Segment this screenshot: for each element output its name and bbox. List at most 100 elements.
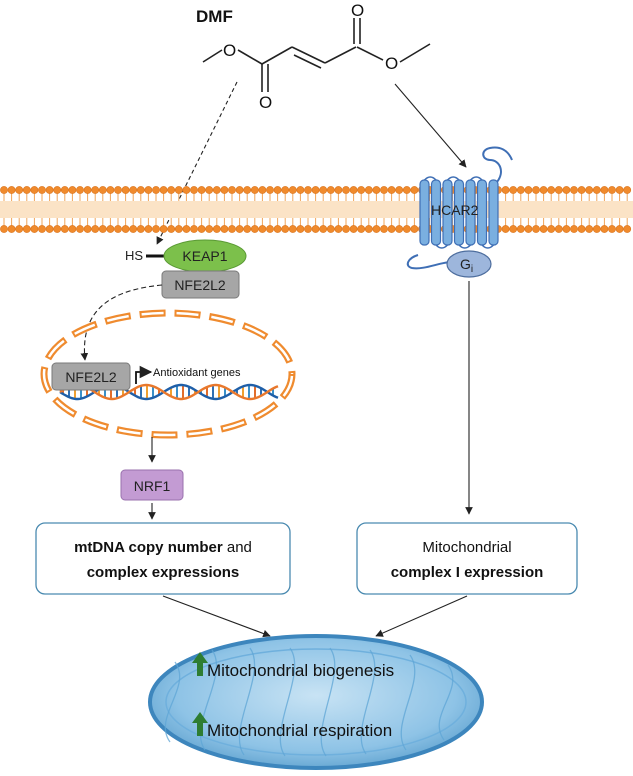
lipid-head: [311, 186, 320, 194]
lipid-head: [342, 186, 350, 194]
lipid-head: [547, 225, 556, 233]
crista: [164, 661, 181, 743]
oxygen-atom: O: [351, 1, 364, 20]
lipid-head: [152, 225, 160, 233]
lipid-head: [410, 225, 419, 233]
cell-membrane: [0, 186, 633, 233]
lipid-head: [83, 186, 92, 194]
complex-i-line2: complex I expression: [391, 564, 544, 581]
lipid-head: [349, 225, 358, 233]
lipid-head: [266, 225, 274, 233]
lipid-head: [410, 186, 419, 194]
up-arrow-icon: [192, 652, 208, 676]
lipid-head: [547, 186, 556, 194]
lipid-head: [509, 186, 518, 194]
lipid-head: [68, 186, 77, 194]
lipid-head: [380, 225, 388, 233]
complex-i-line1: Mitochondrial: [422, 539, 511, 556]
lipid-head: [159, 186, 168, 194]
lipid-head: [197, 225, 206, 233]
oxygen-atom: O: [385, 54, 398, 73]
lipid-head: [554, 186, 563, 194]
lipid-head: [266, 186, 274, 194]
lipid-head: [45, 225, 54, 233]
lipid-head: [532, 186, 540, 194]
nrf1-box: [120, 469, 184, 501]
lipid-head: [319, 225, 328, 233]
lipid-head: [501, 186, 510, 194]
lipid-head: [554, 225, 563, 233]
gi-label: Gi: [460, 256, 473, 275]
lipid-head: [0, 186, 8, 194]
mtdna-line2: complex expressions: [87, 564, 240, 581]
lipid-head: [114, 225, 122, 233]
lipid-head: [273, 225, 282, 233]
lipid-head: [600, 186, 609, 194]
lipid-head: [288, 225, 297, 233]
lipid-head: [387, 186, 396, 194]
lipid-head: [22, 225, 31, 233]
lipid-head: [243, 225, 252, 233]
lipid-head: [570, 225, 578, 233]
lipid-head: [592, 225, 601, 233]
lipid-head: [144, 186, 153, 194]
lipid-head: [570, 186, 578, 194]
lipid-head: [15, 225, 24, 233]
crista: [360, 649, 376, 755]
hs-label: HS: [125, 248, 143, 263]
lipid-head: [182, 186, 191, 194]
crista: [320, 647, 336, 757]
right-to-mito-arrow: [375, 595, 468, 637]
lipid-head: [577, 186, 586, 194]
lipid-head: [106, 186, 115, 194]
lipid-head: [326, 186, 335, 194]
lipid-head: [91, 225, 100, 233]
nrf1-label: NRF1: [134, 478, 171, 494]
transcription-start-arrow: [135, 365, 153, 384]
dmf-label: DMF: [196, 7, 233, 26]
lipid-head: [212, 186, 221, 194]
lipid-head: [372, 186, 381, 194]
lipid-head: [30, 186, 39, 194]
lipid-head: [380, 186, 388, 194]
lipid-head: [98, 186, 107, 194]
lipid-head: [402, 225, 411, 233]
lipid-head: [592, 186, 601, 194]
mtdna-box: mtDNA copy number and complex expression…: [35, 522, 291, 595]
nucleus: NFE2L2 Antioxidant genes: [40, 309, 296, 439]
lipid-head: [205, 186, 214, 194]
lipid-head: [349, 186, 358, 194]
lipid-head: [273, 186, 282, 194]
lipid-head: [334, 186, 343, 194]
helix-loop: [423, 176, 437, 181]
lipid-head: [106, 225, 115, 233]
lipid-head: [83, 225, 92, 233]
lipid-head: [524, 225, 533, 233]
lipid-head: [136, 225, 145, 233]
dna-strand: [59, 383, 279, 401]
gi-protein: [446, 250, 492, 278]
lipid-head: [121, 186, 130, 194]
lipid-head: [600, 225, 609, 233]
lipid-head: [53, 225, 62, 233]
keap1-complex: HS KEAP1 NFE2L2: [125, 239, 247, 299]
lipid-head: [357, 225, 366, 233]
lipid-head: [539, 225, 548, 233]
nfe2l2-box: [161, 270, 240, 299]
lipid-head: [281, 186, 290, 194]
lipid-head: [129, 186, 138, 194]
lipid-head: [205, 225, 214, 233]
lipid-head: [585, 186, 594, 194]
oxygen-atom: O: [259, 93, 272, 112]
lipid-head: [395, 225, 404, 233]
crista: [438, 664, 454, 741]
dmf-to-hcar2-arrow: [394, 83, 467, 168]
lipid-head: [585, 225, 594, 233]
lipid-head: [311, 225, 320, 233]
crista: [238, 647, 256, 756]
lipid-head: [76, 225, 84, 233]
lipid-head: [76, 186, 84, 194]
lipid-head: [60, 225, 69, 233]
lipid-head: [53, 186, 62, 194]
lipid-head: [7, 186, 16, 194]
